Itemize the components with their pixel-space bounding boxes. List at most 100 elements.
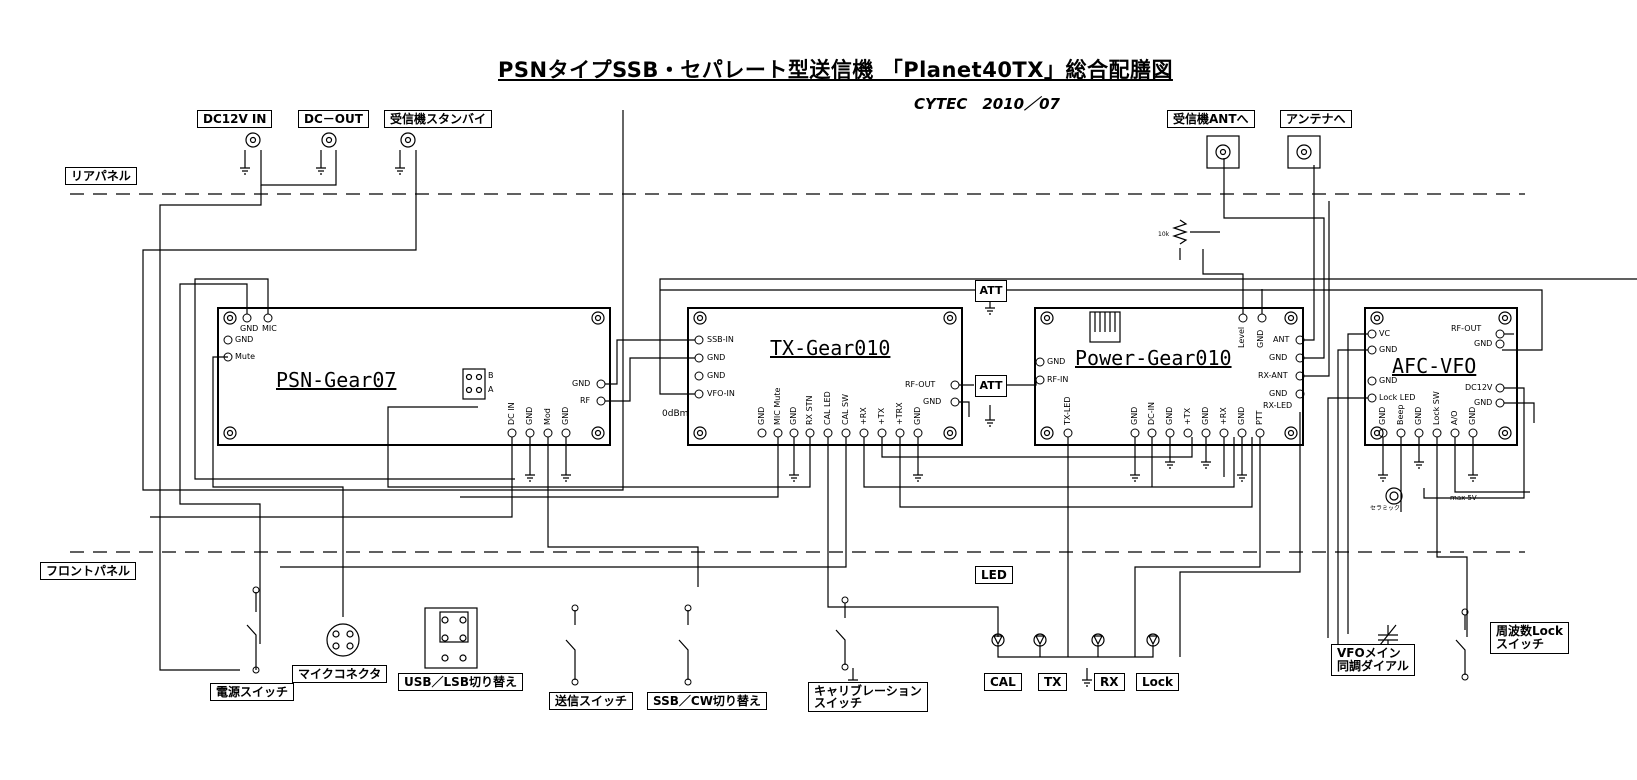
- power-pin-gnd: GND: [1047, 357, 1066, 366]
- power-pin-gnd-r2: GND: [1269, 389, 1288, 398]
- tx-pin-gnd2: GND: [707, 371, 726, 380]
- afc-pin-dc12v: DC12V: [1465, 383, 1493, 392]
- power-pin-rx-led: RX-LED: [1263, 401, 1293, 410]
- afc-pin-gnd-r2: GND: [1474, 398, 1493, 407]
- tx-gear-module: [687, 307, 963, 446]
- tx-pin-gnd-b2: GND: [789, 406, 798, 425]
- rx-standby-label: 受信機スタンバイ: [384, 110, 493, 128]
- psn-pin-gnd-b1: GND: [525, 406, 534, 425]
- psn-pin-rf: RF: [580, 396, 591, 405]
- rear-jack-icons: [245, 132, 1321, 169]
- ceramic-label: セラミック: [1370, 505, 1401, 512]
- ground-symbols: [240, 150, 1478, 687]
- afc-pin-ao: A/O: [1450, 410, 1459, 425]
- mounting-holes: [223, 311, 1512, 440]
- tx-switch-label: 送信スイッチ: [549, 692, 634, 710]
- tx-pin-cal-sw: CAL SW: [841, 393, 850, 425]
- psn-pin-a: A: [488, 385, 494, 394]
- afc-pin-gnd-r: GND: [1474, 339, 1493, 348]
- afc-pin-beep: Beep: [1396, 404, 1405, 425]
- mic-connector-label: マイクコネクタ: [292, 665, 388, 683]
- switch-terminals: [252, 586, 1469, 686]
- tx-gear-title: TX-Gear010: [770, 336, 891, 360]
- tx-pin-mic-mute: MIC Mute: [773, 387, 782, 425]
- psn-gear-module: [217, 307, 611, 446]
- to-antenna-label: アンテナへ: [1280, 110, 1352, 128]
- tx-pin-gnd-b3: GND: [913, 406, 922, 425]
- cal-led-label: CAL: [984, 673, 1022, 691]
- power-pin-gnd-b1: GND: [1130, 406, 1139, 425]
- psn-pin-mute: Mute: [235, 352, 256, 361]
- power-pin-rx-ant: RX-ANT: [1258, 371, 1288, 380]
- power-pin-tx-led: TX-LED: [1063, 396, 1072, 425]
- tx-pin-vfo-in: VFO-IN: [707, 389, 735, 398]
- afc-pin-gnd-b3: GND: [1468, 406, 1477, 425]
- afc-pin-gnd-b2: GND: [1414, 406, 1423, 425]
- power-switch-label: 電源スイッチ: [210, 683, 295, 701]
- usb-lsb-label: USB／LSB切り替え: [398, 673, 523, 691]
- power-pin-gnd-b2: GND: [1165, 406, 1174, 425]
- led-label: LED: [975, 566, 1013, 584]
- power-gear-module: [1034, 307, 1304, 446]
- power-pin-level: Level: [1237, 326, 1246, 348]
- power-pin-plus-rx: +RX: [1219, 407, 1228, 425]
- att-top-box: ATT: [975, 280, 1007, 302]
- psn-pin-gnd-b2: GND: [561, 406, 570, 425]
- rear-panel-label: リアパネル: [65, 167, 137, 185]
- led-icons: [991, 633, 1160, 647]
- psn-pin-gnd-left: GND: [235, 335, 254, 344]
- tx-pin-gnd-b1: GND: [757, 406, 766, 425]
- tx-pin-plus-tx: +TX: [877, 407, 886, 425]
- rx-led-label: RX: [1094, 673, 1125, 691]
- power-pin-gnd-r1: GND: [1269, 353, 1288, 362]
- afc-pin-gnd-b1: GND: [1378, 406, 1387, 425]
- tx-pin-plus-rx: +RX: [859, 407, 868, 425]
- tx-pin-rf-out: RF-OUT: [905, 380, 936, 389]
- tx-pin-gnd1: GND: [707, 353, 726, 362]
- power-pin-gnd-b3: GND: [1201, 406, 1210, 425]
- page-title: PSNタイプSSB・セパレート型送信機 「Planet40TX」総合配膳図: [498, 58, 1173, 82]
- tx-pin-rx-stn: RX STN: [805, 395, 814, 425]
- max5v-label: max 5V: [1450, 494, 1477, 502]
- tx-pin-gnd-right: GND: [923, 397, 942, 406]
- dc12v-in-label: DC12V IN: [197, 110, 273, 128]
- vfo-dial-label: VFOメイン 同調ダイアル: [1331, 644, 1415, 676]
- power-pin-ant: ANT: [1273, 335, 1290, 344]
- afc-vfo-module: [1364, 307, 1518, 446]
- afc-pin-rf-out: RF-OUT: [1451, 324, 1482, 333]
- psn-ba-switch: [462, 368, 486, 400]
- psn-pin-mod: Mod: [543, 408, 552, 425]
- ssb-cw-label: SSB／CW切り替え: [647, 692, 767, 710]
- wires: [142, 110, 1637, 680]
- mic-connector-icon: [326, 623, 360, 657]
- afc-pin-lock-led: Lock LED: [1379, 393, 1416, 402]
- ceramic-buzzer-icon: [1385, 487, 1403, 505]
- power-pin-ptt: PTT: [1255, 410, 1264, 425]
- psn-gear-title: PSN-Gear07: [276, 368, 397, 392]
- resistor-label: 10k: [1158, 231, 1170, 238]
- power-pin-gnd-b4: GND: [1237, 406, 1246, 425]
- power-pin-dc-in: DC-IN: [1147, 402, 1156, 425]
- to-rx-ant-label: 受信機ANTへ: [1167, 110, 1255, 128]
- front-panel-label: フロントパネル: [40, 562, 137, 580]
- power-pin-plus-tx: +TX: [1183, 407, 1192, 425]
- tx-led-label: TX: [1038, 673, 1068, 691]
- heatsink-icon: [1089, 311, 1121, 343]
- terminal-pins: [223, 313, 1505, 438]
- variable-capacitor-icon: [1378, 624, 1398, 650]
- tx-pin-plus-trx: +TRX: [895, 402, 904, 425]
- afc-pin-lock-sw: Lock SW: [1432, 391, 1441, 425]
- calibration-label: キャリブレーション スイッチ: [808, 682, 928, 712]
- trimmer-resistor-icon: [1172, 219, 1220, 260]
- afc-vfo-title: AFC-VFO: [1392, 354, 1477, 378]
- usb-lsb-switch-icon: [424, 607, 478, 669]
- tx-pin-cal-led: CAL LED: [823, 391, 832, 425]
- lock-led-label: Lock: [1136, 673, 1179, 691]
- page-subtitle: CYTEC 2010／07: [914, 95, 1060, 113]
- afc-pin-gnd1: GND: [1379, 345, 1398, 354]
- freq-lock-label: 周波数Lock スイッチ: [1490, 622, 1569, 654]
- psn-pin-dc-in: DC IN: [507, 402, 516, 425]
- odbm-label: 0dBm: [662, 409, 689, 419]
- att-middle-box: ATT: [975, 375, 1007, 397]
